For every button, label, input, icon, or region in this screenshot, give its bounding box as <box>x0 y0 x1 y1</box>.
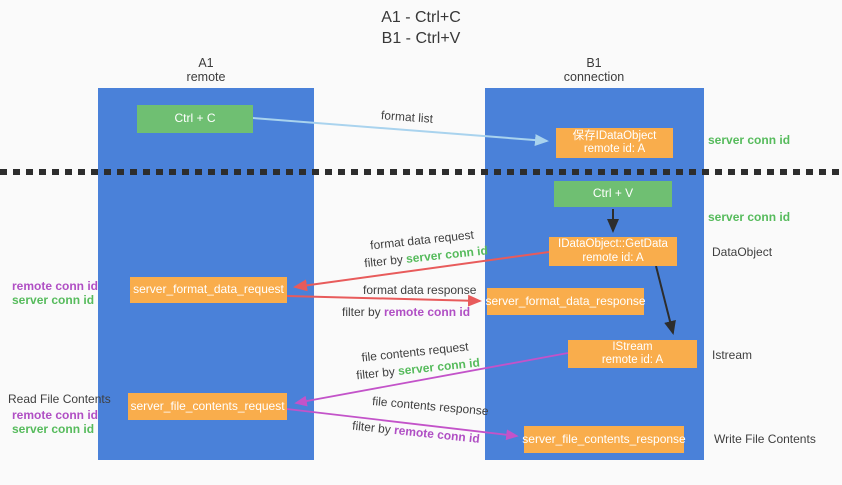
node-istream-line2: remote id: A <box>601 354 664 366</box>
diagram-title: A1 - Ctrl+C B1 - Ctrl+V <box>0 7 842 49</box>
node-server-file-contents-response-label: server_file_contents_response <box>522 431 686 446</box>
label-file-contents-response: file contents response <box>371 394 490 419</box>
column-header-b1: B1 connection <box>534 56 654 84</box>
column-a1-name: A1 <box>198 56 214 70</box>
column-a1-role: remote <box>186 70 226 84</box>
note-dataobject: DataObject <box>712 245 773 259</box>
node-istream: IStream remote id: A <box>568 340 697 368</box>
label-filter-file-request-prefix: filter by <box>355 364 399 383</box>
node-idataobject-getdata-line2: remote id: A <box>582 251 644 264</box>
node-server-file-contents-request: server_file_contents_request <box>128 393 287 420</box>
label-filter-file-response-key: remote conn id <box>393 422 481 446</box>
node-server-file-contents-request-label: server_file_contents_request <box>130 398 285 413</box>
section-divider-line <box>0 169 842 175</box>
node-server-file-contents-response: server_file_contents_response <box>522 426 686 453</box>
node-save-idataobject-line2: remote id: A <box>583 143 646 155</box>
note-left-mid-conn-ids: remote conn id server conn id <box>12 279 99 307</box>
column-b1-role: connection <box>563 70 625 84</box>
title-line-a1: A1 - Ctrl+C <box>381 9 461 26</box>
node-save-idataobject: 保存IDataObject remote id: A <box>556 128 673 158</box>
node-save-idataobject-line1: 保存IDataObject <box>572 129 657 142</box>
node-server-format-data-request-label: server_format_data_request <box>133 282 284 297</box>
label-format-data-response: format data response <box>363 283 477 297</box>
note-server-conn-id-top: server conn id <box>708 133 791 147</box>
column-b1-name: B1 <box>586 56 602 70</box>
note-left-mid-server-conn-id: server conn id <box>12 293 95 307</box>
node-ctrl-c-label: Ctrl + C <box>174 111 216 126</box>
note-left-bottom-conn-ids: remote conn id server conn id <box>12 408 99 436</box>
label-filter-format-response-key: remote conn id <box>384 305 471 319</box>
node-idataobject-getdata: IDataObject::GetData remote id: A <box>549 237 677 266</box>
label-format-list: format list <box>380 108 434 126</box>
node-ctrl-v: Ctrl + V <box>554 181 672 207</box>
label-filter-format-response: filter by remote conn id <box>342 305 470 319</box>
node-server-format-data-request: server_format_data_request <box>130 277 287 303</box>
note-left-bottom-remote-conn-id: remote conn id <box>12 408 99 422</box>
node-istream-line1: IStream <box>612 340 653 353</box>
note-server-conn-id-mid: server conn id <box>708 210 791 224</box>
label-filter-format-response-prefix: filter by <box>342 305 385 319</box>
node-server-format-data-response-label: server_format_data_response <box>485 293 646 308</box>
note-left-mid-remote-conn-id: remote conn id <box>12 279 99 293</box>
title-line-b1: B1 - Ctrl+V <box>381 30 461 47</box>
node-ctrl-v-label: Ctrl + V <box>592 186 634 201</box>
note-write-file-contents: Write File Contents <box>714 432 816 446</box>
node-ctrl-c: Ctrl + C <box>137 105 253 133</box>
column-header-a1: A1 remote <box>146 56 266 84</box>
note-istream: Istream <box>712 348 753 362</box>
node-idataobject-getdata-line1: IDataObject::GetData <box>558 238 668 250</box>
note-read-file-contents: Read File Contents <box>8 392 111 406</box>
label-filter-file-response: filter by remote conn id <box>351 418 481 446</box>
label-filter-format-request-prefix: filter by <box>363 251 407 271</box>
note-left-bottom-server-conn-id: server conn id <box>12 422 95 436</box>
label-filter-file-response-prefix: filter by <box>351 418 395 437</box>
node-server-format-data-response: server_format_data_response <box>485 288 646 315</box>
